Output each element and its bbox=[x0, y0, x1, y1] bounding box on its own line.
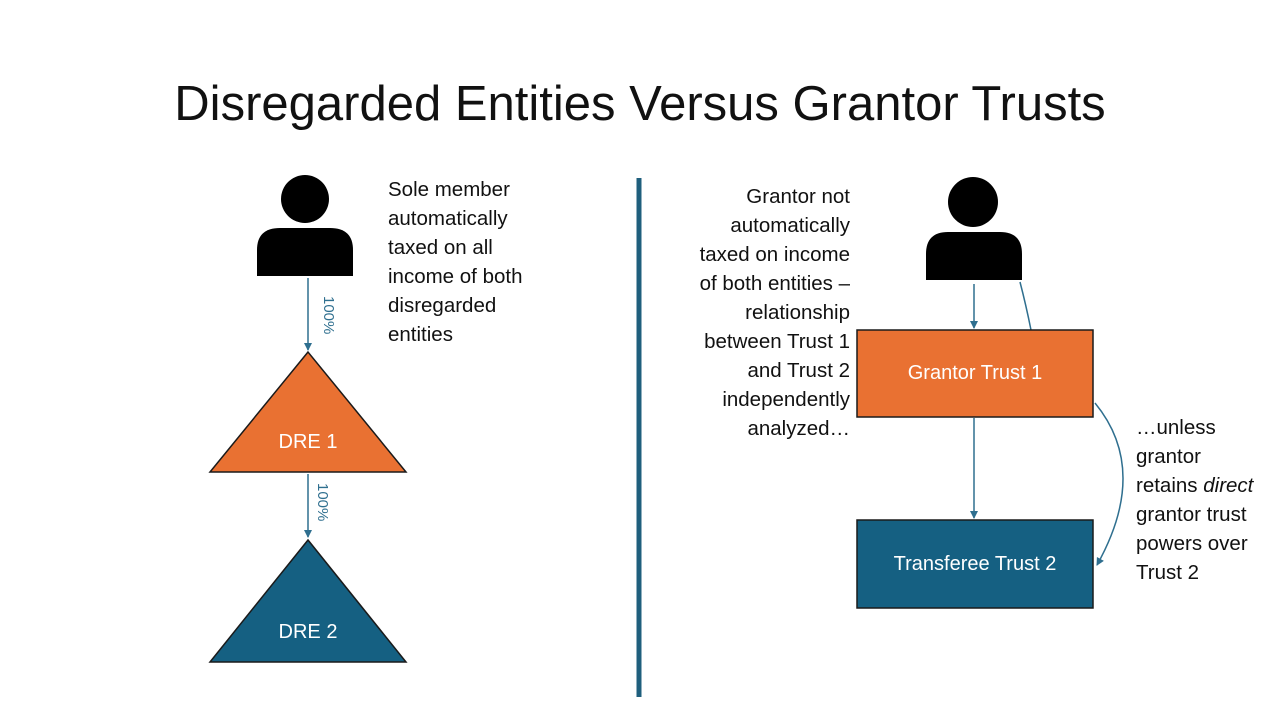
transferee-trust2-label: Transferee Trust 2 bbox=[893, 552, 1057, 575]
connector-grantor-trust1 bbox=[1019, 281, 1032, 331]
unless-note-part1: …unless grantor retains bbox=[1136, 416, 1216, 497]
unless-note-part2: grantor trust powers over Trust 2 bbox=[1136, 503, 1248, 584]
arrow-curved-trust1-to-trust2 bbox=[1094, 402, 1124, 566]
grantor-note: Grantor not automatically taxed on incom… bbox=[699, 185, 850, 440]
dre1-triangle bbox=[208, 350, 408, 473]
dre2-triangle bbox=[208, 538, 408, 663]
sole-member-note: Sole member automatically taxed on all i… bbox=[388, 178, 523, 346]
grantor-trust1-box bbox=[856, 329, 1094, 418]
pct-label-2: 100% bbox=[314, 483, 331, 522]
dre1-label: DRE 1 bbox=[278, 431, 338, 453]
dre2-label: DRE 2 bbox=[278, 621, 338, 643]
person-icon bbox=[926, 177, 1022, 280]
transferee-trust2-box bbox=[856, 519, 1094, 609]
pct-label-1: 100% bbox=[320, 296, 337, 335]
unless-note: …unless grantor retains direct grantor t… bbox=[1136, 413, 1256, 587]
person-icon bbox=[257, 175, 353, 276]
unless-note-emphasis: direct bbox=[1203, 474, 1254, 497]
grantor-trust1-label: Grantor Trust 1 bbox=[907, 362, 1043, 384]
page-title: Disregarded Entities Versus Grantor Trus… bbox=[174, 77, 1106, 131]
